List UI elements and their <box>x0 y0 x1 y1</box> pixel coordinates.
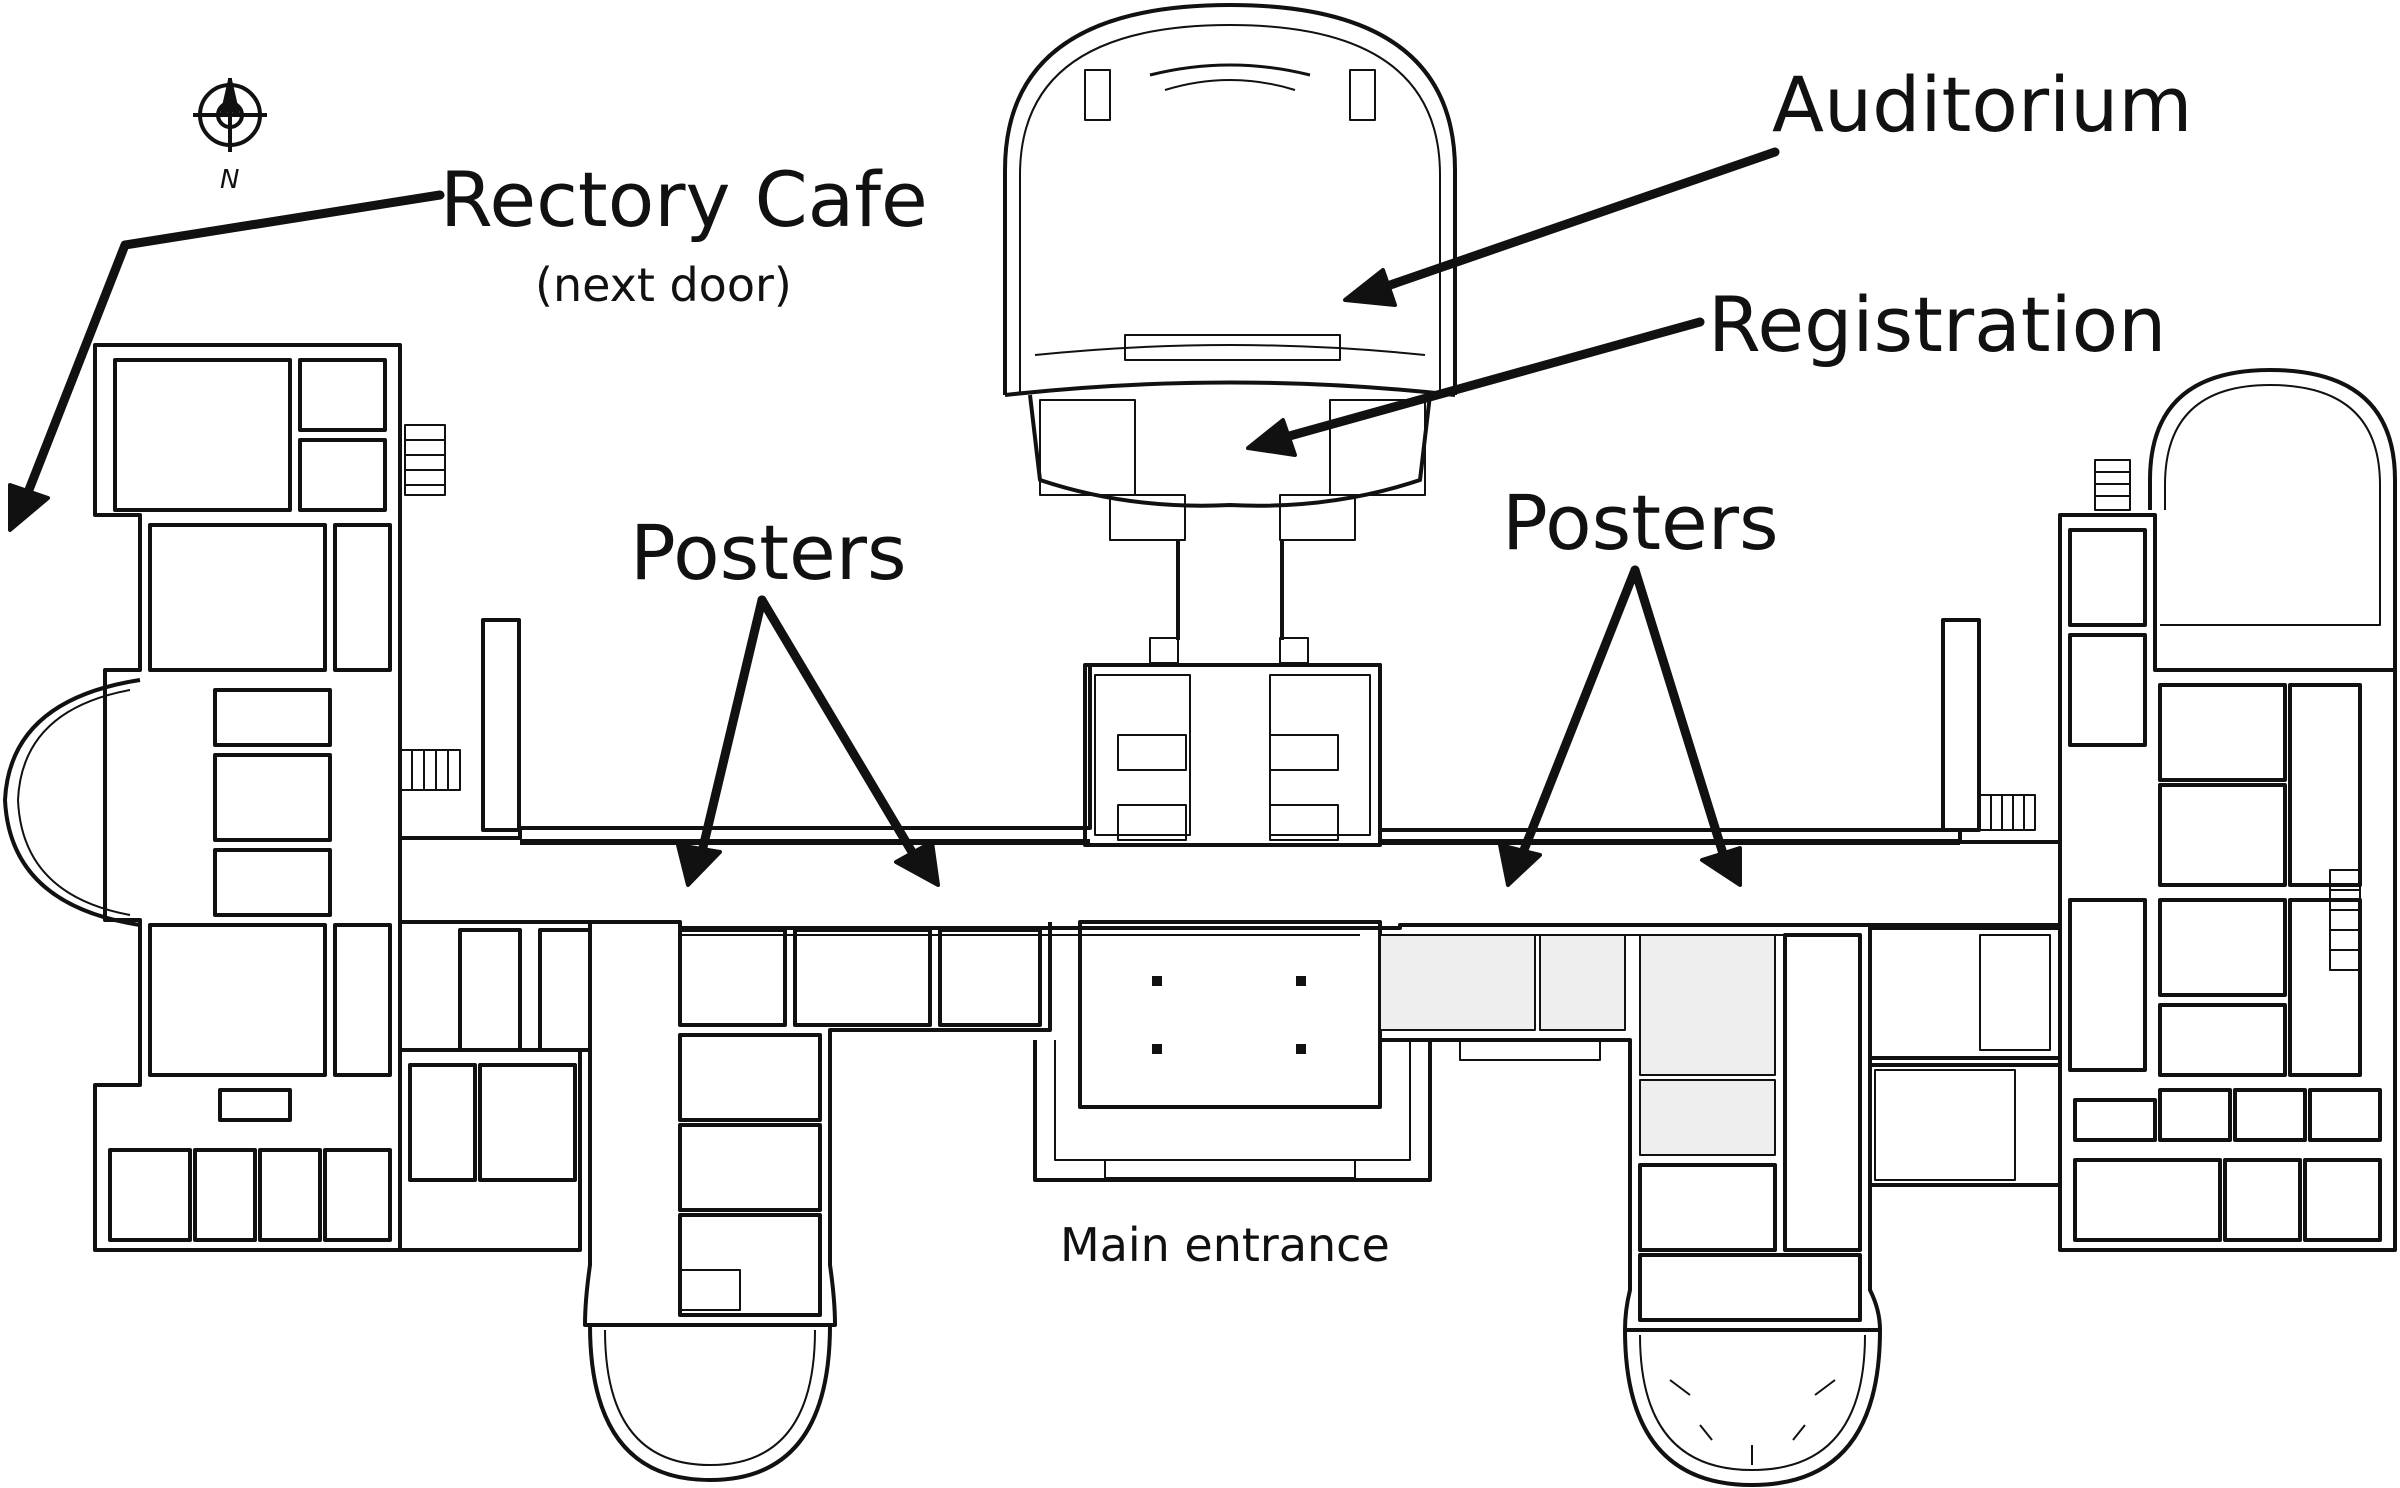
right-inner-rooms <box>1868 926 2062 1187</box>
compass-icon: N <box>193 78 267 195</box>
auditorium-arrow <box>1343 147 1780 307</box>
main-corridor <box>400 663 2060 936</box>
posters-right-label: Posters <box>1502 478 1779 567</box>
left-center-rooms <box>398 922 1052 1482</box>
right-wing <box>1979 368 2397 1252</box>
compass-north-letter: N <box>220 165 239 195</box>
registration-arrow <box>1246 317 1705 457</box>
next-door-label: (next door) <box>535 258 792 312</box>
auditorium-building <box>1003 3 1457 541</box>
right-tower <box>1941 618 1981 832</box>
central-stair-hall <box>1083 540 1382 847</box>
posters-left-label: Posters <box>630 508 907 597</box>
registration-label: Registration <box>1708 280 2167 369</box>
central-entrance-block <box>1033 920 1432 1182</box>
main-entrance-label: Main entrance <box>1060 1218 1390 1272</box>
left-wing <box>3 343 461 1252</box>
rectory-cafe-arrow <box>8 190 445 532</box>
posters-left-arrows <box>676 595 940 887</box>
posters-right-arrows <box>1498 565 1742 887</box>
auditorium-label: Auditorium <box>1772 60 2193 149</box>
right-center-rooms <box>1378 928 1882 1487</box>
left-tower <box>481 618 521 832</box>
rectory-cafe-label: Rectory Cafe <box>440 155 928 244</box>
